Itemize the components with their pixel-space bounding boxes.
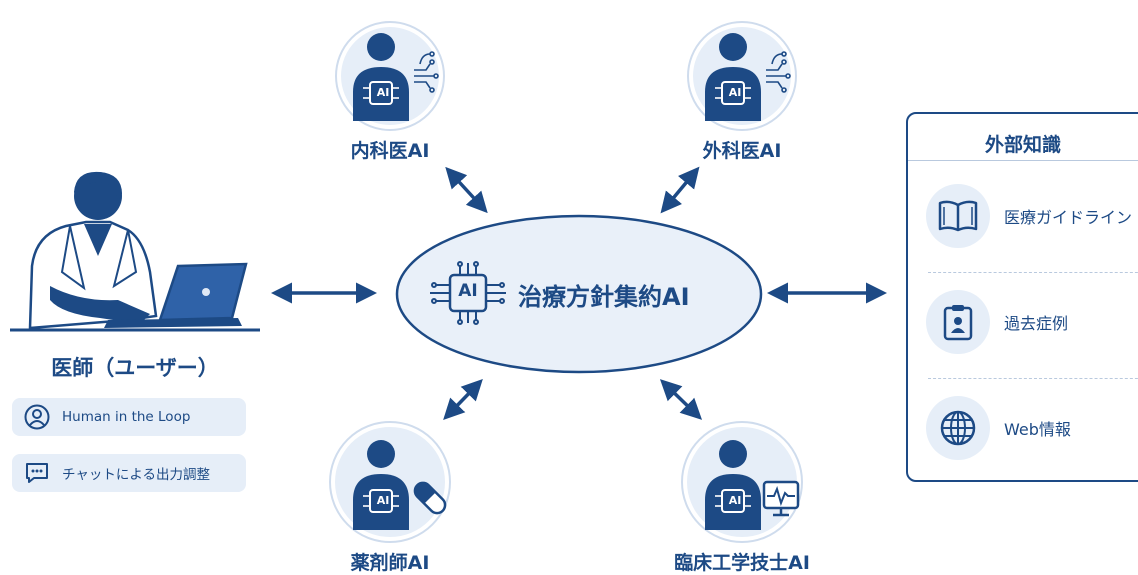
monitor-icon [762,480,800,517]
user-title: 医師（ユーザー） [51,356,219,380]
knowledge-title: 外部知識 [984,134,1061,156]
agent-label: 薬剤師AI [350,552,430,574]
agent-surgeon: AI 外科医AI [676,20,826,170]
agent-internal: AI 内科医AI [324,20,474,170]
knowledge-item-label: 過去症例 [1004,314,1069,333]
agent-avatar-icon [335,21,445,131]
agent-avatar-icon [329,421,451,543]
knowledge-title-divider [908,160,1138,161]
external-knowledge-panel: 外部知識 医療ガイドライン 過去症例 Web情報 [906,112,1138,482]
knowledge-item-web: Web情報 [908,396,1071,460]
doctor-illustration [10,168,260,336]
chat-bubble-icon [24,460,50,486]
center-label: 治療方針集約AI [518,283,690,311]
agent-clinical-engineer: AI 臨床工学技士AI [660,418,840,575]
feature-chat-adjust: チャットによる出力調整 [12,454,246,492]
arrow-engineer-center [659,379,703,420]
agent-chip-text: AI [728,494,742,507]
center-node: AI 治療方針集約AI [394,213,764,375]
feature-label: チャットによる出力調整 [62,467,210,483]
capsule-icon [413,481,447,515]
knowledge-divider [928,272,1138,273]
arrow-surgeon-center [660,166,700,214]
knowledge-item-label: Web情報 [1004,420,1071,439]
agent-label: 外科医AI [702,140,782,162]
agent-chip-text: AI [376,494,390,507]
knowledge-item-past-cases: 過去症例 [908,290,1068,354]
clipboard-id-icon [926,290,990,354]
circuit-chip-icon [426,261,510,325]
feature-human-in-loop: Human in the Loop [12,398,246,436]
person-circle-icon [24,404,50,430]
center-chip-text: AI [458,281,478,301]
book-icon [926,184,990,248]
agent-label: 臨床工学技士AI [674,552,810,574]
feature-label: Human in the Loop [62,409,191,425]
knowledge-divider [928,378,1138,379]
agent-avatar-icon [687,21,797,131]
globe-icon [926,396,990,460]
agent-label: 内科医AI [350,140,430,162]
knowledge-item-label: 医療ガイドライン [1004,208,1133,227]
agent-chip-text: AI [728,86,742,99]
agent-avatar-icon [681,421,803,543]
arrow-internal-center [445,166,488,214]
knowledge-item-guideline: 医療ガイドライン [908,184,1132,248]
agent-chip-text: AI [376,86,390,99]
agent-pharmacist: AI 薬剤師AI [324,418,474,575]
arrow-pharmacist-center [443,378,483,421]
